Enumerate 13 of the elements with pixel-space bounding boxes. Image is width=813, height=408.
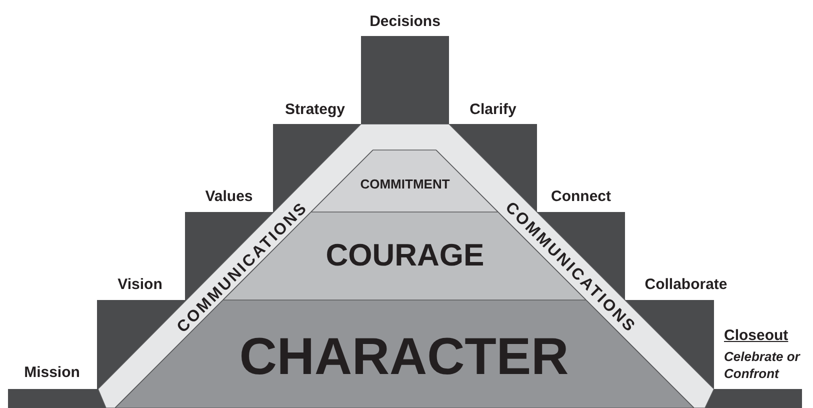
step-label: Values	[205, 187, 253, 205]
tier-label: CHARACTER	[239, 331, 569, 383]
step-label: Collaborate	[644, 275, 728, 295]
step-label: Strategy	[284, 100, 346, 120]
step-label: Mission	[24, 363, 80, 383]
step-label: Decisions	[370, 12, 440, 32]
step-label: Clarify	[470, 100, 516, 120]
step-label: Connect	[551, 187, 611, 205]
step-label: Vision	[118, 275, 162, 295]
step-label: Celebrate or Confront	[724, 348, 802, 382]
tier-label: COMMITMENT	[360, 178, 450, 190]
tier-label: COURAGE	[326, 240, 484, 270]
step-label: Closeout	[724, 326, 788, 346]
